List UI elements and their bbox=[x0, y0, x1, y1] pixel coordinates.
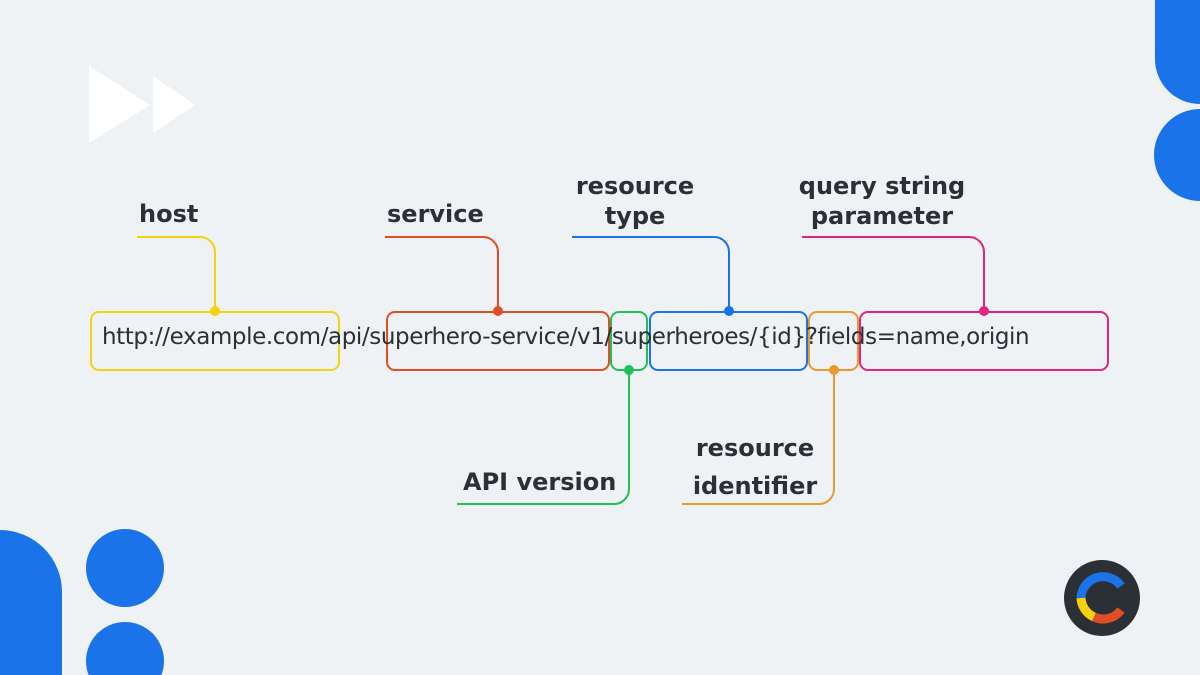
resource-type-label-line2: type bbox=[604, 202, 666, 230]
query-string-label-line1: query string bbox=[798, 172, 966, 200]
service-label: service bbox=[387, 200, 484, 228]
decor-bottom-left-circle-upper bbox=[86, 529, 164, 607]
decor-top-right-pill bbox=[1155, 0, 1200, 104]
query-string-label: query string parameter bbox=[797, 171, 967, 231]
resource-identifier-label: resource identifier bbox=[685, 429, 825, 505]
decor-bottom-left-arch bbox=[0, 530, 62, 675]
host-label: host bbox=[139, 200, 199, 228]
resource-identifier-connector bbox=[682, 365, 839, 505]
resource-type-label: resource type bbox=[565, 171, 705, 231]
decor-top-right-circle bbox=[1154, 109, 1200, 201]
api-version-label: API version bbox=[463, 468, 617, 496]
query-string-connector bbox=[802, 236, 989, 316]
decor-bottom-left-circle-lower bbox=[86, 622, 164, 675]
url-text: http://example.com/api/superhero-service… bbox=[102, 324, 1030, 350]
resource-type-label-line1: resource bbox=[575, 172, 695, 200]
resource-identifier-label-line1: resource bbox=[695, 434, 815, 462]
host-connector bbox=[137, 236, 220, 316]
resource-type-connector bbox=[572, 236, 734, 316]
service-connector bbox=[385, 236, 503, 316]
query-string-label-line2: parameter bbox=[810, 202, 954, 230]
fast-forward-icon bbox=[89, 66, 195, 143]
c-logo-icon bbox=[1064, 560, 1140, 636]
api-version-connector bbox=[457, 365, 634, 505]
resource-identifier-label-line2: identifier bbox=[692, 472, 818, 500]
